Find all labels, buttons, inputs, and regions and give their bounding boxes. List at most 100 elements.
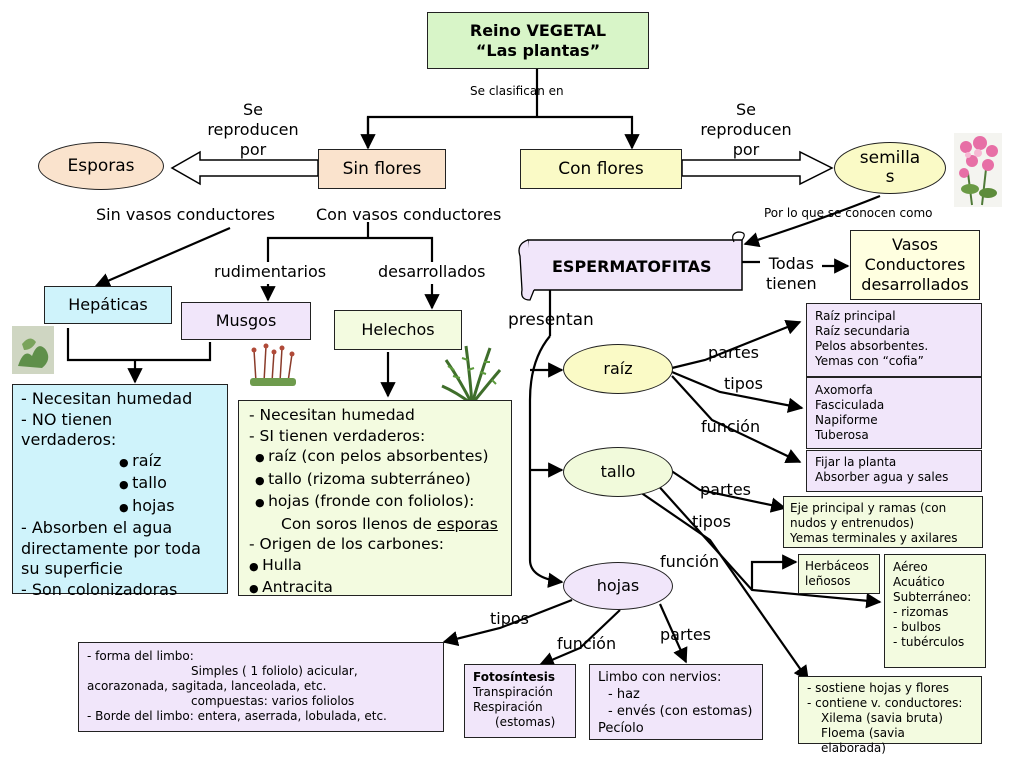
box-line: Floema (savia elaborada) [821,726,905,755]
flower-icon [954,133,1002,207]
box-line: Subterráneo: [893,590,972,604]
box-line: Pecíolo [598,721,644,736]
box-line: (estomas) [495,715,556,729]
box-helechos-caracteristicas: - Necesitan humedad - SI tienen verdader… [238,400,512,596]
label-se-clasifican: Se clasifican en [470,84,564,98]
box-line: Fasciculada [815,398,885,412]
label-tallo-tipos: tipos [692,512,731,531]
box-line: Aéreo [893,560,928,574]
label-tallo-funcion: función [660,552,720,571]
box-line: - contiene v. conductores: [807,696,963,710]
box-line: Tuberosa [815,428,869,442]
node-label: desarrollados [861,275,969,294]
bullet-item: tallo [119,473,219,496]
label-text: reproducen [207,120,299,139]
box-line: Acuático [893,575,945,589]
node-label: tallo [600,462,636,481]
box-tallo-tipos-consistencia: Herbáceos leñosos [798,554,880,594]
label-reproducen-left: Se reproducen por [205,100,301,160]
node-raiz: raíz [563,344,673,394]
box-line: Raíz secundaria [815,324,910,338]
box-line-text: Con soros llenos de [281,514,437,533]
box-line: - Borde del limbo: entera, aserrada, lob… [87,709,387,723]
bullet-item: hojas [119,496,219,519]
bullet-item: Antracita [249,577,501,600]
label-text: Todas [768,254,814,273]
box-line: acorazonada, sagitada, lanceolada, etc. [87,679,327,693]
box-raiz-tipos: Axomorfa Fasciculada Napiforme Tuberosa [806,377,982,449]
root-subtitle: “Las plantas” [475,40,601,60]
label-raiz-partes: partes [708,343,759,362]
box-line: Fijar la planta [815,455,897,469]
bullet-item: raíz (con pelos absorbentes) [255,446,501,469]
box-line: nudos y entrenudos) [790,516,915,530]
label-text: reproducen [700,120,792,139]
label-text: Se [243,100,263,119]
label-reproducen-right: Se reproducen por [698,100,794,160]
box-line: Pelos absorbentes. [815,339,929,353]
box-line: Transpiración [473,685,553,699]
node-label: Helechos [361,320,435,339]
box-line: Raíz principal [815,309,896,323]
box-line: - haz [608,687,640,702]
node-hepaticas: Hepáticas [44,286,172,324]
node-semillas: semilla s [834,142,946,194]
box-raiz-funcion: Fijar la planta Absorber agua y sales [806,450,982,492]
box-hojas-funcion: Fotosíntesis Transpiración Respiración (… [464,664,576,738]
node-vasos-conductores: Vasos Conductores desarrollados [850,230,980,300]
box-line: - sostiene hojas y flores [807,681,950,695]
label-hojas-tipos: tipos [490,609,529,628]
box-hojas-partes: Limbo con nervios: - haz - envés (con es… [589,664,763,740]
moss-plant-icon [250,343,296,386]
root-title: Reino VEGETAL [469,20,607,40]
bullet-list: Hulla Antracita [249,555,501,600]
label-text: por [239,140,267,159]
box-line: Absorber agua y sales [815,470,949,484]
label-hojas-partes: partes [660,625,711,644]
label-rudimentarios: rudimentarios [214,262,327,281]
label-con-vasos: Con vasos conductores [316,205,502,224]
node-tallo: tallo [563,447,673,497]
box-line: Axomorfa [815,383,873,397]
bullet-item: tallo (rizoma subterráneo) [255,469,501,492]
bullet-item: hojas (fronde con foliolos): [255,491,501,514]
node-espermatofitas: ESPERMATOFITAS [552,257,712,276]
box-line: Fotosíntesis [473,670,556,684]
bullet-item: raíz [119,451,219,474]
node-label: Vasos [892,235,938,254]
node-sin-flores: Sin flores [318,149,446,189]
box-tallo-partes: Eje principal y ramas (con nudos y entre… [783,496,983,548]
label-hojas-funcion: función [557,634,617,653]
box-line: - Origen de los carbones: [249,535,444,553]
node-label: Musgos [215,311,277,330]
box-line: - Absorben el agua [21,518,173,537]
box-line: Eje principal y ramas (con [790,501,947,515]
node-label: hojas [596,576,640,595]
label-raiz-funcion: función [701,417,761,436]
box-line: Simples ( 1 foliolo) acicular, [191,664,358,678]
box-line: Yemas con “cofia” [815,354,924,368]
box-line: Xilema (savia bruta) [821,711,943,725]
box-line: su superficie [21,559,123,578]
box-briofitas-caracteristicas: - Necesitan humedad - NO tienen verdader… [12,384,228,599]
node-con-flores: Con flores [520,149,682,189]
box-tallo-funcion: - sostiene hojas y flores - contiene v. … [798,676,982,755]
hepatica-plant-icon [12,326,54,374]
box-tallo-tipos-medio: Aéreo Acuático Subterráneo: - rizomas - … [884,554,986,668]
node-label: Con flores [558,158,644,179]
node-musgos: Musgos [181,302,311,340]
root-node: Reino VEGETAL “Las plantas” [427,12,649,69]
box-line: compuestas: varios foliolos [191,694,355,708]
box-line: Napiforme [815,413,878,427]
node-label: Conductores [864,255,966,274]
box-line: Yemas terminales y axilares [790,531,958,545]
node-label: s [885,167,895,187]
bullet-list: raíz (con pelos absorbentes) tallo (rizo… [249,446,501,514]
node-label: Hepáticas [68,295,148,314]
box-line: - rizomas [893,605,949,619]
label-presentan: presentan [508,310,594,330]
node-label: semilla [859,148,921,168]
box-hojas-tipos: - forma del limbo: Simples ( 1 foliolo) … [78,642,444,732]
box-line: - tubérculos [893,635,965,649]
